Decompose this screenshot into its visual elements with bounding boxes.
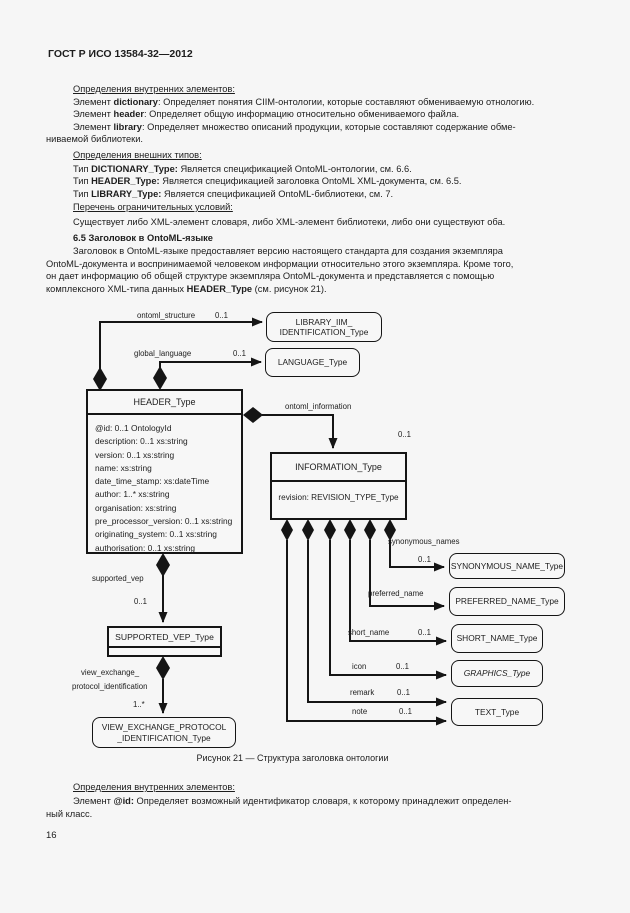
type-box-synonymous-name: SYNONYMOUS_NAME_Type [449, 553, 565, 579]
attr-authorisation: authorisation: 0..1 xs:string [95, 542, 196, 553]
diamond-remark [302, 519, 314, 541]
type-box-preferred-name: PREFERRED_NAME_Type [449, 587, 565, 616]
external-types-title: Определения внешних типов: [73, 150, 202, 160]
edge-remark [307, 540, 447, 707]
label-remark-mult: 0..1 [397, 688, 411, 697]
label-short-name: short_name [348, 628, 390, 637]
class-title: HEADER_Type [88, 391, 241, 415]
attr-organisation: organisation: xs:string [95, 502, 177, 513]
diamond-view-exchange [156, 656, 170, 680]
label-view-exchange-mult: 1..* [133, 700, 145, 709]
label-supported-vep: supported_vep [92, 574, 144, 583]
diamond-preferred-name [364, 519, 376, 541]
attr-pre-processor-version: pre_processor_version: 0..1 xs:string [95, 516, 233, 527]
attr-revision: revision: REVISION_TYPE_Type [278, 493, 399, 502]
attr-date-time-stamp: date_time_stamp: xs:dateTime [95, 476, 210, 487]
label-view-exchange-line2: protocol_identification [72, 682, 148, 691]
label-icon: icon [352, 662, 367, 671]
label-ontoml-information: ontoml_information [285, 402, 352, 411]
attr-originating-system: originating_system: 0..1 xs:string [95, 529, 217, 540]
label-short-name-mult: 0..1 [418, 628, 432, 637]
class-box-information-type: INFORMATION_Type revision: REVISION_TYPE… [270, 452, 407, 520]
constraints-title: Перечень ограничительных условий: [73, 202, 233, 212]
class-box-header-type: HEADER_Type @id: 0..1 OntologyId descrip… [86, 389, 243, 554]
label-ontoml-structure-mult: 0..1 [215, 311, 229, 320]
page-number: 16 [46, 830, 57, 841]
def-library: Элемент library: Определяет множество оп… [73, 122, 516, 132]
class-title: INFORMATION_Type [272, 454, 405, 482]
label-icon-mult: 0..1 [396, 662, 410, 671]
def-header: Элемент header: Определяет общую информа… [73, 109, 460, 119]
def-id-cont: ный класс. [46, 809, 93, 819]
attr-name: name: xs:string [95, 462, 152, 473]
type-box-library-iim-identification: LIBRARY_IIM_ IDENTIFICATION_Type [266, 312, 382, 342]
paragraph-line-3: он дает информацию об общей структуре эк… [46, 271, 495, 281]
label-ontoml-information-mult: 0..1 [398, 430, 412, 439]
internal-defs-title: Определения внутренних элементов: [73, 84, 235, 94]
label-synonymous-names: synonymous_names [388, 537, 460, 546]
document-standard-number: ГОСТ Р ИСО 13584-32—2012 [48, 48, 193, 60]
class-box-supported-vep-type: SUPPORTED_VEP_Type [107, 626, 222, 657]
paragraph-line-2: OntoML-документа и воспринимаемой челове… [46, 259, 514, 269]
diamond-icon [324, 519, 336, 541]
label-preferred-name: preferred_name [368, 589, 424, 598]
label-global-language-mult: 0..1 [233, 349, 247, 358]
class-title: SUPPORTED_VEP_Type [109, 628, 220, 648]
internal-defs2-title: Определения внутренних элементов: [73, 782, 235, 792]
diamond-short-name [344, 519, 356, 541]
type-library: Тип LIBRARY_Type: Является спецификацией… [73, 189, 394, 199]
label-note: note [352, 707, 368, 716]
edge-ontoml-information [262, 414, 338, 449]
section-heading: 6.5 Заголовок в OntoML-языке [73, 233, 213, 243]
label-remark: remark [350, 688, 375, 697]
def-dictionary: Элемент dictionary: Определяет понятия C… [73, 97, 535, 107]
diamond-note [281, 519, 293, 541]
figure-caption: Рисунок 21 — Структура заголовка онтолог… [196, 753, 389, 763]
attr-version: version: 0..1 xs:string [95, 449, 175, 460]
diamond-supported-vep [156, 553, 170, 577]
class-attributes: @id: 0..1 OntologyId description: 0..1 x… [88, 415, 241, 555]
attr-description: description: 0..1 xs:string [95, 436, 188, 447]
def-id: Элемент @id: Определяет возможный иденти… [73, 796, 512, 806]
label-note-mult: 0..1 [399, 707, 413, 716]
type-box-text: TEXT_Type [451, 698, 543, 726]
attr-author: author: 1..* xs:string [95, 489, 170, 500]
type-box-view-exchange-protocol-identification: VIEW_EXCHANGE_PROTOCOL _IDENTIFICATION_T… [92, 717, 236, 748]
type-box-language: LANGUAGE_Type [265, 348, 360, 377]
type-box-short-name: SHORT_NAME_Type [451, 624, 543, 653]
attr-id: @id: 0..1 OntologyId [95, 423, 172, 433]
type-dictionary: Тип DICTIONARY_Type: Является спецификац… [73, 164, 412, 174]
label-supported-vep-mult: 0..1 [134, 597, 148, 606]
paragraph-line-1: Заголовок в OntoML-языке предоставляет в… [73, 246, 503, 256]
paragraph-line-4: комплексного XML-типа данных HEADER_Type… [46, 284, 327, 294]
constraints-line: Существует либо XML-элемент словаря, либ… [73, 217, 506, 227]
label-view-exchange-line1: view_exchange_ [81, 668, 140, 677]
diamond-global-language [153, 366, 167, 390]
label-ontoml-structure: ontoml_structure [137, 311, 196, 320]
label-synonymous-names-mult: 0..1 [418, 555, 432, 564]
edge-global-language [159, 357, 262, 377]
def-library-cont: ниваемой библиотеки. [46, 134, 144, 144]
label-global-language: global_language [134, 349, 192, 358]
type-header: Тип HEADER_Type: Является спецификацией … [73, 176, 462, 186]
diamond-ontoml-structure [93, 367, 107, 391]
diamond-ontoml-information [243, 407, 263, 423]
type-box-graphics: GRAPHICS_Type [451, 660, 543, 687]
